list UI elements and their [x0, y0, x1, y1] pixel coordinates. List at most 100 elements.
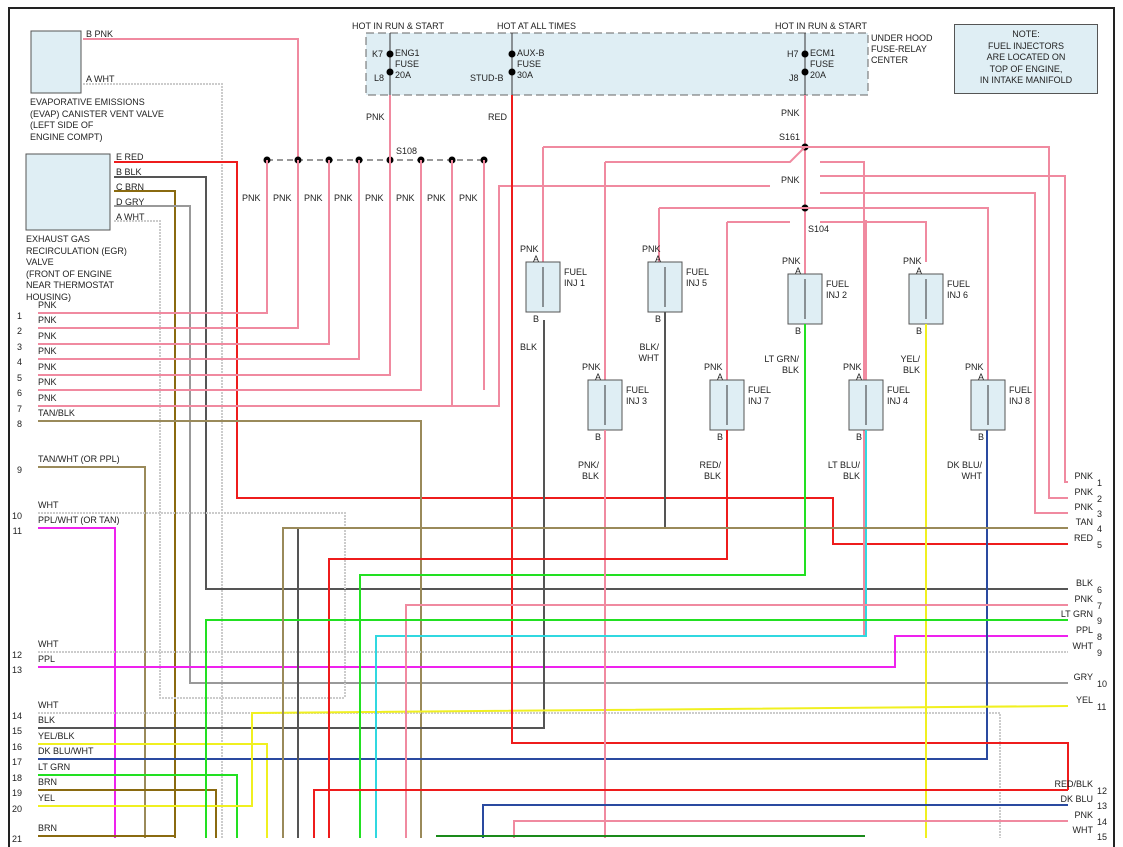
- splice-drop-label: PNK: [242, 193, 261, 203]
- wire-evap-pnk: [83, 38, 299, 160]
- injector-wire-a-label: PNK: [520, 244, 539, 254]
- right-connector-pin: 7: [1097, 601, 1103, 611]
- injector-wire-b-label: DK BLU/WHT: [946, 460, 982, 481]
- left-connector-wire-label: PPL/WHT (OR TAN): [38, 515, 120, 525]
- right-connector-wire-label: LT GRN: [1060, 609, 1093, 619]
- wire-splice-drop: [38, 160, 422, 391]
- wire-s104-inj6: [820, 221, 927, 262]
- wire-wht-10: [38, 512, 346, 698]
- right-connector-pin: 13: [1097, 801, 1108, 811]
- wire-pin7-pnk: [38, 185, 770, 407]
- splice-s161-label: S161: [779, 132, 801, 142]
- left-connector-wire-label: WHT: [38, 639, 59, 649]
- injector-wire-a-label: PNK: [582, 362, 601, 372]
- left-connector-wire-label: WHT: [38, 500, 59, 510]
- fuse-terminal-dot: [386, 50, 394, 58]
- injector-pin-b: B: [655, 314, 662, 324]
- left-connector-pin: 2: [16, 326, 22, 336]
- fuse-name: ENG1: [395, 48, 420, 58]
- wire-tan-blk: [38, 420, 422, 838]
- right-connector-wire-label: DK BLU: [1060, 794, 1093, 804]
- injector-wire-a-label: PNK: [642, 244, 661, 254]
- wire-s161-inj3: [605, 146, 806, 163]
- wire-redblk-right: [313, 789, 1068, 838]
- right-connector-wire-label: PNK: [1074, 502, 1093, 512]
- wire-inj4-b: [375, 430, 867, 838]
- right-connector-wire-label: YEL: [1075, 695, 1093, 705]
- splice-drop-label: PNK: [365, 193, 384, 203]
- wire-s161-pin2: [805, 146, 1068, 499]
- wire-brn-19: [38, 789, 217, 838]
- egr-pin: A WHT: [116, 212, 145, 222]
- injector-wire-b-label: LT GRN/BLK: [764, 354, 799, 375]
- egr-valve-body: [25, 153, 111, 231]
- injector-pin-a: A: [795, 266, 802, 276]
- fuse-terminal-dot: [508, 50, 516, 58]
- right-connector-pin: 9: [1097, 648, 1103, 658]
- injector-wire-a-label: PNK: [704, 362, 723, 372]
- evap-label: ENGINE COMPT): [30, 131, 103, 142]
- evap-pin-a: A WHT: [86, 74, 115, 84]
- right-connector-wire-label: RED/BLK: [1054, 779, 1093, 789]
- egr-label: NEAR THERMOSTAT: [26, 280, 115, 290]
- left-connector-pin: 8: [16, 419, 22, 429]
- left-connector-pin: 7: [16, 404, 22, 414]
- injector-pin-b: B: [978, 432, 985, 442]
- splice-drop-label: PNK: [304, 193, 323, 203]
- injector-number: INJ 8: [1009, 396, 1031, 406]
- wire-label: RED: [488, 112, 508, 122]
- note-line: IN INTAKE MANIFOLD: [979, 75, 1073, 85]
- injector-number: INJ 2: [826, 290, 848, 300]
- left-connector-pin: 17: [11, 757, 22, 767]
- evap-pin-b: B PNK: [86, 29, 114, 39]
- wire-label: PNK: [781, 108, 800, 118]
- wire-splice-drop: [38, 160, 299, 329]
- right-connector-pin: 6: [1097, 585, 1103, 595]
- injector-wire-b-label: BLK/WHT: [638, 342, 660, 363]
- left-connector-pin: 5: [16, 373, 22, 383]
- injector-number: INJ 1: [564, 278, 586, 288]
- injector-pin-a: A: [595, 372, 602, 382]
- fuse-label: FUSE: [517, 59, 542, 69]
- left-connector-wire-label: BLK: [38, 715, 56, 725]
- note-line: ARE LOCATED ON: [986, 52, 1066, 62]
- left-connector-wire-label: PNK: [38, 346, 57, 356]
- wire-egr-gry: [114, 205, 1068, 684]
- wire-ppl-wht: [38, 527, 116, 838]
- wire-inj2-b: [359, 324, 806, 838]
- right-connector-pin: 9: [1097, 616, 1103, 626]
- fuse-pin-bottom: J8: [789, 73, 799, 83]
- left-connector-wire-label: PNK: [38, 377, 57, 387]
- left-connector-wire-label: LT GRN: [38, 762, 71, 772]
- right-connector-wire-label: BLK: [1075, 578, 1093, 588]
- injector-wire-b-label: BLK: [519, 342, 537, 352]
- right-connector-wire-label: PNK: [1074, 594, 1093, 604]
- wire-tan-right: [282, 527, 1068, 838]
- wire-ltgrn-18: [38, 774, 238, 838]
- egr-label: (FRONT OF ENGINE: [26, 268, 112, 279]
- wire-auxb-red: [511, 95, 1069, 790]
- injector-number: INJ 4: [887, 396, 909, 406]
- wire-dkblu-right: [482, 804, 1068, 838]
- right-connector-pin: 1: [1097, 478, 1103, 488]
- fuse-terminal-dot: [801, 50, 809, 58]
- left-connector-pin: 14: [11, 711, 22, 721]
- left-connector-pin: 6: [16, 388, 22, 398]
- wire-yel-20: [38, 705, 1069, 807]
- left-connector-wire-label: DK BLU/WHT: [38, 746, 94, 756]
- injector-number: INJ 7: [748, 396, 770, 406]
- splice-drop-label: PNK: [427, 193, 446, 203]
- left-connector-wire-label: BRN: [38, 777, 58, 787]
- splice-drop-label: PNK: [273, 193, 292, 203]
- right-connector-wire-label: WHT: [1072, 641, 1094, 651]
- fuse-terminal-dot: [801, 68, 809, 76]
- right-connector-wire-label: PNK: [1074, 810, 1093, 820]
- injector-number: INJ 6: [947, 290, 969, 300]
- evap-label: (LEFT SIDE OF: [30, 120, 94, 130]
- right-connector-pin: 14: [1097, 817, 1108, 827]
- right-connector-pin: 3: [1097, 509, 1103, 519]
- right-connector-wire-label: TAN: [1075, 517, 1093, 527]
- injector-name: FUEL: [1009, 385, 1033, 395]
- note-line: NOTE:: [1012, 29, 1040, 39]
- left-connector-pin: 16: [11, 742, 22, 752]
